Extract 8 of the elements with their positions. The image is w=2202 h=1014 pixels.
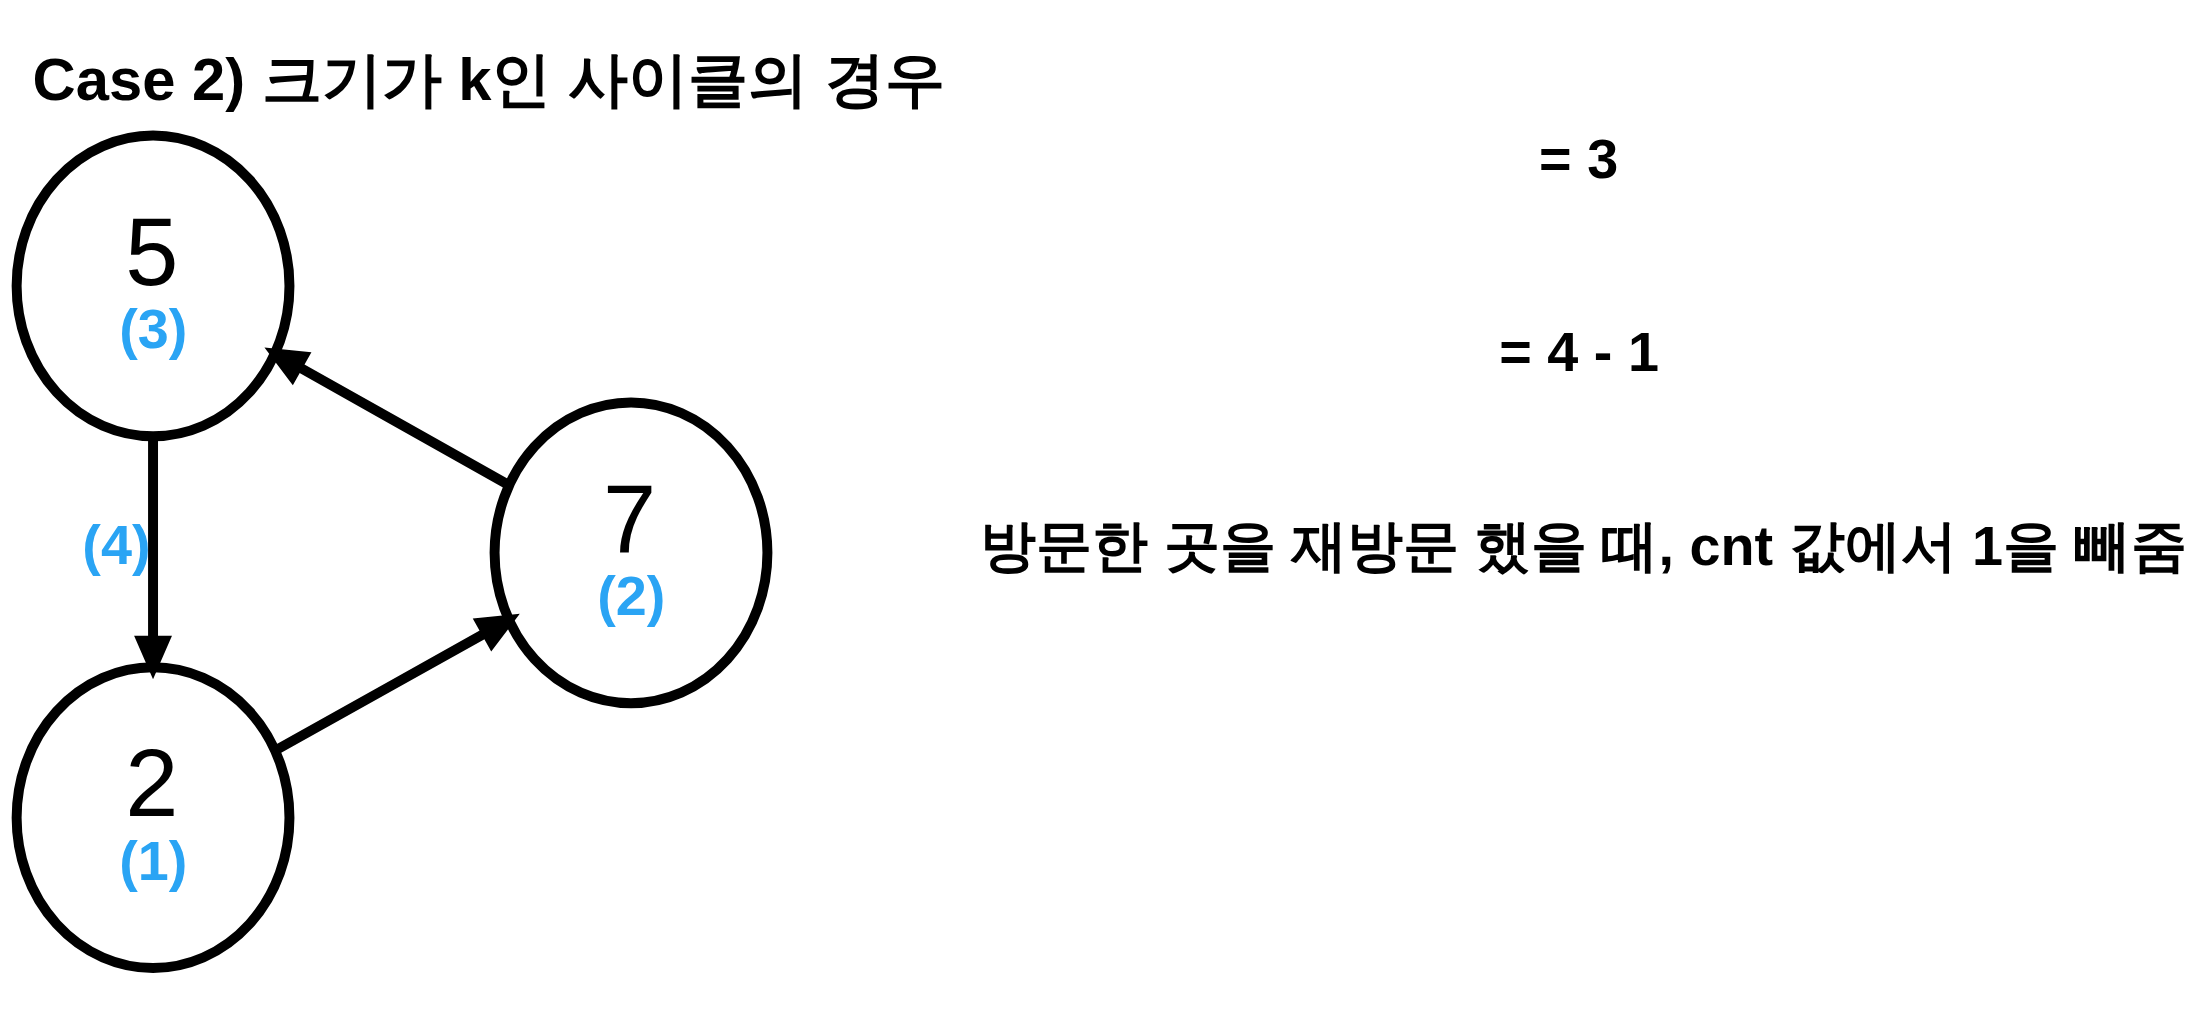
diagram-title: Case 2) 크기가 k인 사이클의 경우 [32,45,945,113]
node-circle: 5 (3) [11,130,295,442]
edge-label: (4) [82,513,151,576]
label: = 3 [1539,128,1619,191]
node-circle: 2 (1) [11,662,295,973]
label: 방문한 곳을 재방문 했을 때, cnt 값에서 1을 빼줌 [980,514,2187,577]
node-circle: 7 (2) [489,397,773,709]
label: = 4 - 1 [1499,321,1659,384]
